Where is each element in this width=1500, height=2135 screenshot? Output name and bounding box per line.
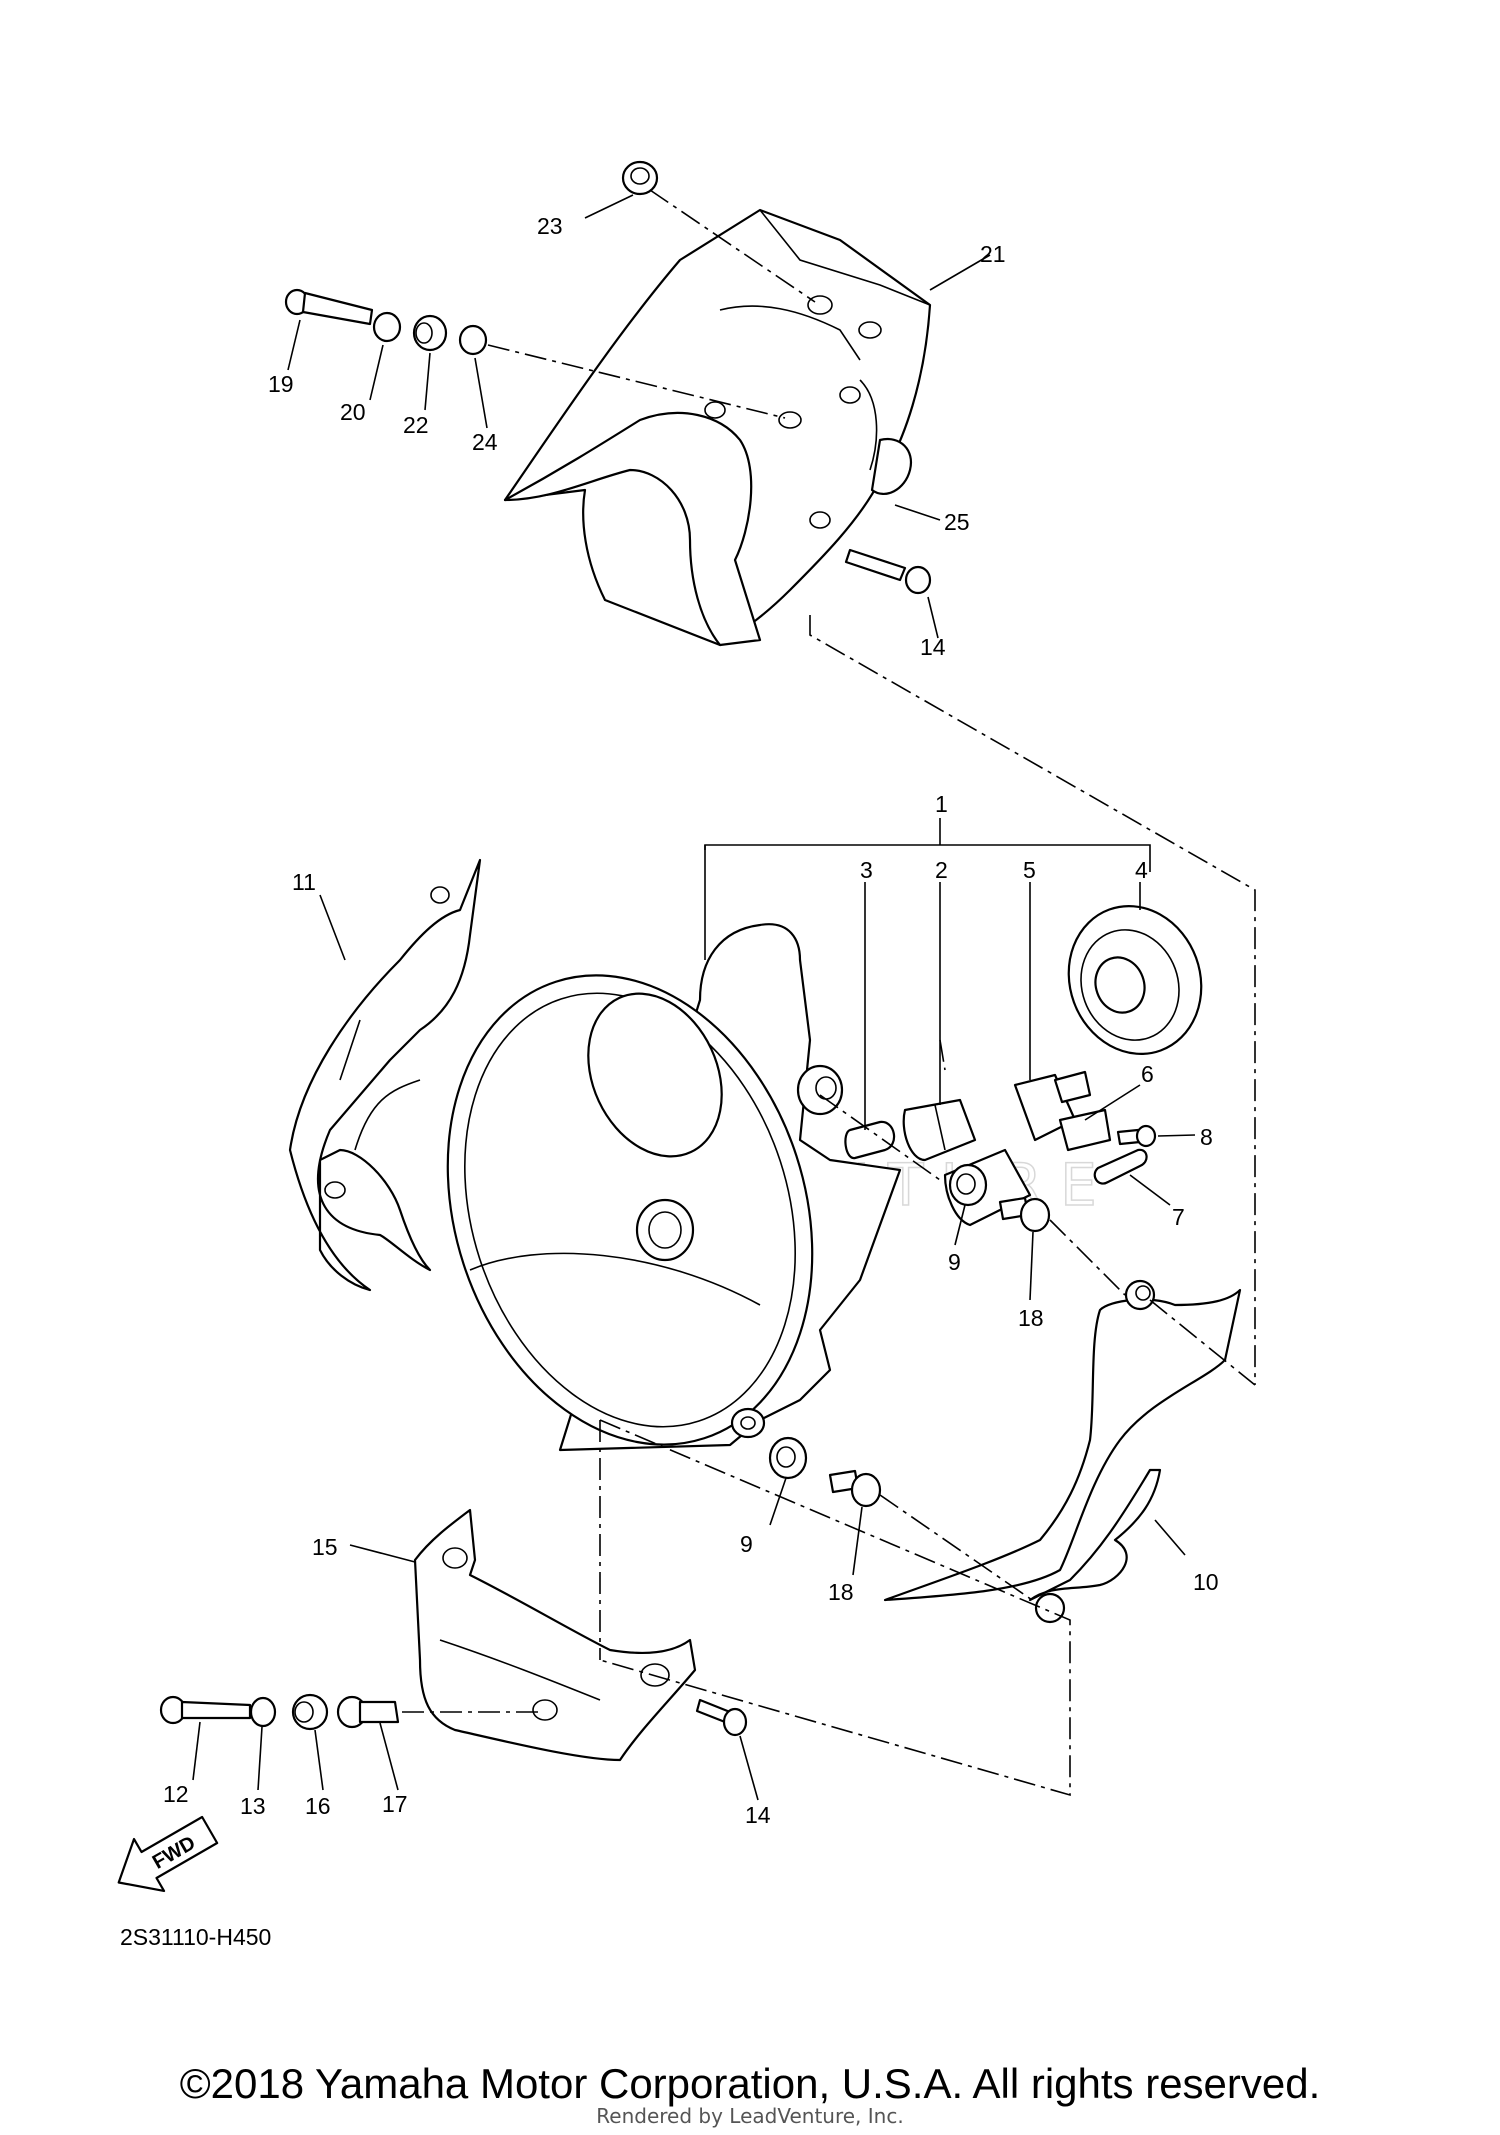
grommet-part-23[interactable] [621,160,659,196]
collar-part-22[interactable] [412,314,448,352]
callout-23[interactable]: 23 [537,213,563,239]
callout-16[interactable]: 16 [305,1793,331,1819]
bolt-part-14-top[interactable] [844,548,932,595]
callout-4[interactable]: 4 [1135,857,1148,883]
callout-2[interactable]: 2 [935,857,948,883]
callout-22[interactable]: 22 [403,412,429,438]
callout-20[interactable]: 20 [340,399,366,425]
fwd-arrow-icon: FWD [117,1815,219,1893]
collar-part-18-upper[interactable] [998,1196,1051,1233]
callout-17[interactable]: 17 [382,1791,408,1817]
assembly-lines [402,189,1256,1797]
headlight-cover-part-21[interactable] [503,208,932,647]
rendered-by-notice: Rendered by LeadVenture, Inc. [596,2104,904,2128]
callout-13[interactable]: 13 [240,1793,266,1819]
bracket-part-15[interactable] [413,1508,697,1762]
collar-part-18-lower[interactable] [828,1469,882,1508]
washer-part-20[interactable] [372,311,402,343]
callout-1[interactable]: 1 [935,791,948,817]
copyright-notice: ©2018 Yamaha Motor Corporation, U.S.A. A… [179,2060,1321,2107]
callout-6[interactable]: 6 [1141,1061,1154,1087]
callout-7[interactable]: 7 [1172,1204,1185,1230]
callout-18-lower[interactable]: 18 [828,1579,854,1605]
callout-10[interactable]: 10 [1193,1569,1219,1595]
clip-part-6[interactable] [1058,1108,1112,1152]
callout-15[interactable]: 15 [312,1534,338,1560]
side-cover-part-11[interactable] [288,858,482,1292]
collar-part-16[interactable] [291,1693,329,1731]
callout-21[interactable]: 21 [980,241,1006,267]
leader-lines [192,194,1196,1801]
washer-part-13[interactable] [249,1696,277,1728]
callout-18-upper[interactable]: 18 [1018,1305,1044,1331]
callout-9-upper[interactable]: 9 [948,1249,961,1275]
headlight-housing[interactable] [389,923,902,1492]
grommet-part-9-upper[interactable] [948,1163,988,1207]
callouts: 1 2 3 4 5 6 7 8 9 9 10 11 12 13 14 14 15… [163,213,1219,1828]
callout-24[interactable]: 24 [472,429,498,455]
callout-25[interactable]: 25 [944,509,970,535]
side-cover-part-10[interactable] [883,1279,1242,1624]
bolt-part-19[interactable] [284,288,374,326]
callout-19[interactable]: 19 [268,371,294,397]
bulb-cover-part-4[interactable] [1048,887,1221,1072]
callout-11[interactable]: 11 [292,869,316,895]
callout-8[interactable]: 8 [1200,1124,1213,1150]
callout-14-top[interactable]: 14 [920,634,946,660]
callout-12[interactable]: 12 [163,1781,189,1807]
damper-part-25[interactable] [870,437,913,496]
bolt-part-12[interactable] [159,1695,252,1725]
band-part-7[interactable] [1093,1148,1148,1185]
grommet-part-9-lower[interactable] [768,1436,808,1480]
callout-14-bottom[interactable]: 14 [745,1802,771,1828]
bolt-part-14-bottom[interactable] [695,1698,748,1737]
socket-part-2[interactable] [902,1098,977,1162]
bulb-part-3[interactable] [844,1120,896,1160]
callout-3[interactable]: 3 [860,857,873,883]
grommet-part-24[interactable] [458,324,488,356]
callout-9-lower[interactable]: 9 [740,1531,753,1557]
screw-part-8[interactable] [1116,1124,1157,1148]
diagram-code: 2S31110-H450 [120,1924,271,1950]
callout-5[interactable]: 5 [1023,857,1036,883]
collar-part-17[interactable] [336,1695,400,1729]
